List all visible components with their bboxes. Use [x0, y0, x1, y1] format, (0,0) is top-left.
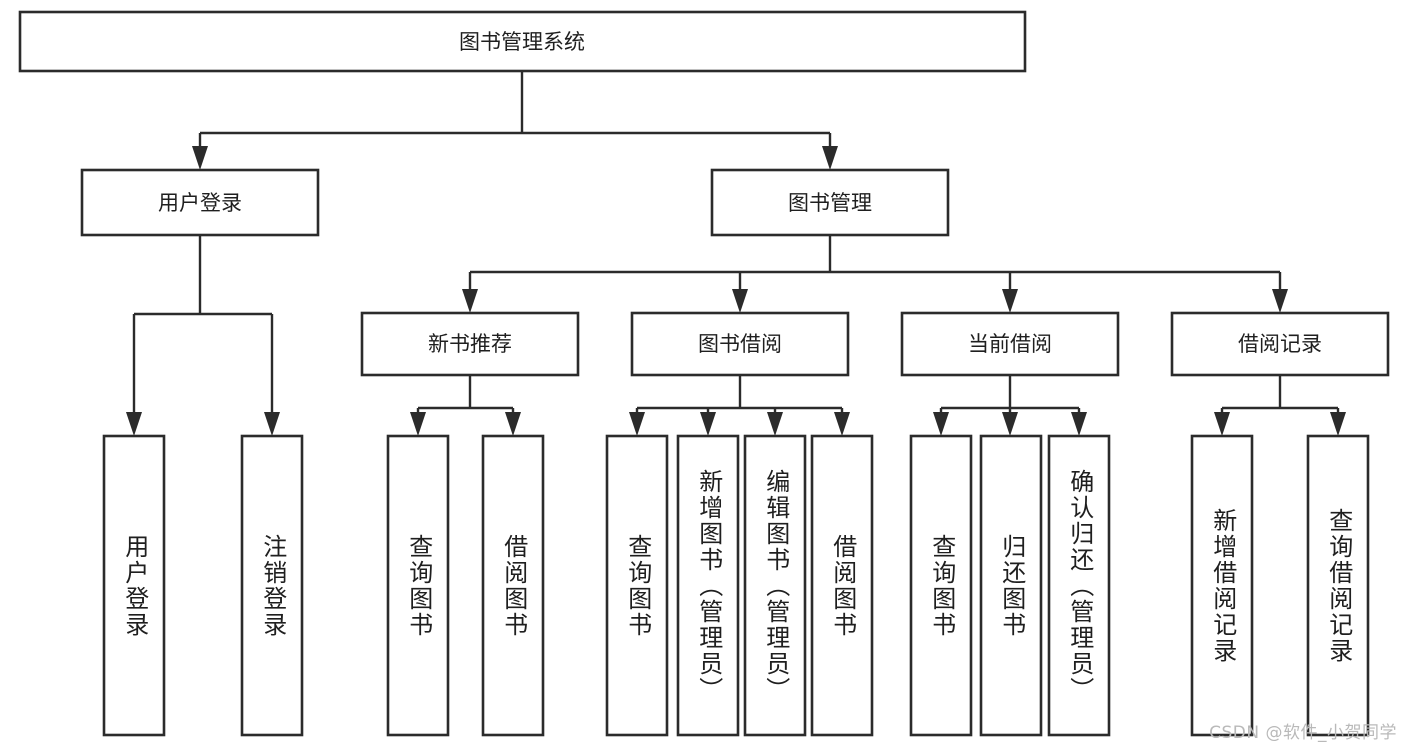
connector-group-user-login	[126, 235, 280, 436]
node-leaf-edit-book[interactable]	[743, 434, 807, 737]
arrow-head-book-borrow	[732, 289, 748, 313]
node-current-borrow-box[interactable]	[900, 311, 1120, 377]
arrow-head-current-borrow	[1002, 289, 1018, 313]
arrow-head-leaf-borrow-book-1	[505, 412, 521, 436]
node-borrow-record-label: 借阅记录	[1238, 332, 1322, 356]
connector-group-new-book-recommend	[410, 375, 521, 436]
node-leaf-query-book-2[interactable]	[605, 434, 669, 737]
node-leaf-confirm-return[interactable]	[1047, 434, 1111, 737]
node-current-borrow[interactable]: 当前借阅	[900, 311, 1120, 377]
node-leaf-query-book-2-box[interactable]	[605, 434, 669, 737]
node-leaf-add-book-box[interactable]	[676, 434, 740, 737]
node-user-login[interactable]: 用户登录	[80, 168, 320, 237]
node-leaf-return-book[interactable]	[979, 434, 1043, 737]
node-new-book-recommend[interactable]: 新书推荐	[360, 311, 580, 377]
node-root-box[interactable]	[18, 10, 1027, 73]
node-borrow-record[interactable]: 借阅记录	[1170, 311, 1390, 377]
node-leaf-query-record[interactable]	[1306, 434, 1370, 737]
node-leaf-query-record-box[interactable]	[1306, 434, 1370, 737]
arrow-head-book-manage	[822, 146, 838, 170]
node-leaf-return-book-box[interactable]	[979, 434, 1043, 737]
arrow-head-leaf-add-record	[1214, 412, 1230, 436]
node-book-manage-box[interactable]	[710, 168, 950, 237]
arrow-head-new-book-recommend	[462, 289, 478, 313]
node-leaf-add-record-box[interactable]	[1190, 434, 1254, 737]
node-borrow-record-box[interactable]	[1170, 311, 1390, 377]
node-leaf-query-book-1-box[interactable]	[386, 434, 450, 737]
arrow-head-borrow-record	[1272, 289, 1288, 313]
node-new-book-recommend-box[interactable]	[360, 311, 580, 377]
arrow-head-leaf-query-book-2	[629, 412, 645, 436]
node-leaf-user-login-box[interactable]	[102, 434, 166, 737]
connector-group-current-borrow	[933, 375, 1087, 436]
connector-group-book-manage	[462, 235, 1288, 313]
node-current-borrow-label: 当前借阅	[968, 332, 1052, 356]
node-book-borrow-label: 图书借阅	[698, 332, 782, 356]
node-new-book-recommend-label: 新书推荐	[428, 332, 512, 356]
node-book-borrow-box[interactable]	[630, 311, 850, 377]
node-leaf-query-book-1[interactable]	[386, 434, 450, 737]
node-leaf-borrow-book-1[interactable]	[481, 434, 545, 737]
arrow-head-leaf-query-record	[1330, 412, 1346, 436]
connector-group-book-borrow	[629, 375, 850, 436]
arrow-head-leaf-return-book	[1002, 412, 1018, 436]
arrow-head-leaf-edit-book	[767, 412, 783, 436]
connector-group-root	[192, 71, 838, 170]
node-leaf-borrow-book-2[interactable]	[810, 434, 874, 737]
node-leaf-add-book[interactable]	[676, 434, 740, 737]
node-leaf-logout-login[interactable]	[240, 434, 304, 737]
node-leaf-add-record[interactable]	[1190, 434, 1254, 737]
node-leaf-borrow-book-1-box[interactable]	[481, 434, 545, 737]
arrow-head-leaf-logout-login	[264, 412, 280, 436]
node-leaf-borrow-book-2-box[interactable]	[810, 434, 874, 737]
node-leaf-edit-book-box[interactable]	[743, 434, 807, 737]
node-leaf-query-book-3-box[interactable]	[909, 434, 973, 737]
arrow-head-leaf-query-book-1	[410, 412, 426, 436]
node-user-login-label: 用户登录	[158, 191, 242, 215]
node-root[interactable]: 图书管理系统	[18, 10, 1027, 73]
node-leaf-query-book-3[interactable]	[909, 434, 973, 737]
node-leaf-user-login[interactable]	[102, 434, 166, 737]
node-book-borrow[interactable]: 图书借阅	[630, 311, 850, 377]
node-book-manage-label: 图书管理	[788, 191, 872, 215]
arrow-head-leaf-add-book	[700, 412, 716, 436]
connector-group-borrow-record	[1214, 375, 1346, 436]
node-user-login-box[interactable]	[80, 168, 320, 237]
node-root-label: 图书管理系统	[459, 30, 585, 54]
node-book-manage[interactable]: 图书管理	[710, 168, 950, 237]
arrow-head-leaf-user-login	[126, 412, 142, 436]
node-leaf-confirm-return-box[interactable]	[1047, 434, 1111, 737]
arrow-head-user-login	[192, 146, 208, 170]
arrow-head-leaf-confirm-return	[1071, 412, 1087, 436]
arrow-head-leaf-query-book-3	[933, 412, 949, 436]
arrow-head-leaf-borrow-book-2	[834, 412, 850, 436]
node-leaf-logout-login-box[interactable]	[240, 434, 304, 737]
